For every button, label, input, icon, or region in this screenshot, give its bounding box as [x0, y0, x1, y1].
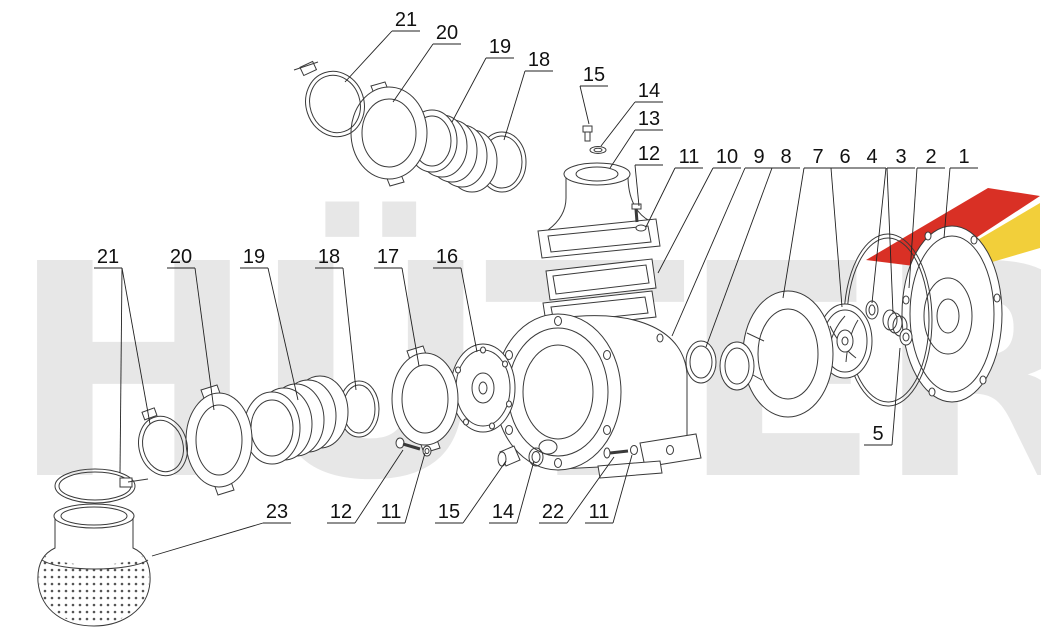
part-21-hose-clamp-left	[138, 407, 188, 477]
callout-label-9: 9	[753, 146, 764, 168]
part-21-hose-clamp-strainer	[54, 468, 149, 504]
callout-leader-line	[342, 267, 357, 391]
callout-label-2: 2	[925, 146, 936, 168]
callout-label-5: 5	[872, 423, 883, 445]
part-19-corrugated-hose-top	[406, 109, 498, 193]
callout-leader-line	[194, 267, 215, 411]
callout-label-14: 14	[492, 501, 514, 523]
callout-label-19: 19	[489, 36, 511, 58]
callout-leader-line	[121, 267, 151, 425]
part-3-seal-spring	[882, 309, 908, 337]
callout-leader-line	[451, 57, 487, 123]
callout-leader-line	[354, 449, 404, 524]
part-12-bolt-top	[631, 203, 642, 223]
callout-leader-line	[119, 267, 123, 474]
callout-leader-line	[151, 522, 264, 557]
callout-label-6: 6	[839, 146, 850, 168]
part-7-volute	[742, 290, 834, 418]
callout-leader-line	[871, 167, 887, 304]
callout-leader-line	[516, 460, 535, 524]
callout-label-21: 21	[395, 9, 417, 31]
part-16-cover-plate	[450, 343, 516, 433]
callout-leader-line	[462, 460, 507, 524]
callout-leader-line	[830, 167, 843, 308]
callout-label-12: 12	[638, 143, 660, 165]
callout-leader-line	[645, 167, 676, 228]
callout-label-16: 16	[436, 246, 458, 268]
part-23-strainer	[37, 503, 151, 627]
part-1-rear-cover	[901, 225, 1003, 403]
callout-label-22: 22	[542, 501, 564, 523]
callout-leader-line	[579, 85, 590, 125]
callout-label-15: 15	[438, 501, 460, 523]
callout-leader-line	[705, 167, 773, 348]
callout-leader-line	[503, 70, 526, 141]
callout-leader-line	[401, 267, 420, 367]
pump-casing	[494, 290, 702, 479]
part-20-coupling-top	[350, 81, 428, 187]
part-21-hose-clamp-top	[293, 60, 365, 138]
part-19-corrugated-hose-left	[243, 375, 349, 465]
callout-label-12: 12	[330, 501, 352, 523]
callout-leader-line	[908, 167, 918, 289]
part-14-washer-bottom	[528, 447, 544, 467]
callout-label-23: 23	[266, 501, 288, 523]
callout-label-11: 11	[381, 501, 402, 523]
part-11-washer-bottom-right	[630, 445, 638, 455]
callout-label-18: 18	[318, 246, 340, 268]
callout-label-3: 3	[895, 146, 906, 168]
callout-label-18: 18	[528, 49, 550, 71]
callout-leader-line	[671, 167, 746, 337]
callout-leader-line	[634, 164, 640, 207]
callout-leader-line	[891, 347, 901, 446]
callout-label-11: 11	[589, 501, 610, 523]
callout-leader-line	[344, 30, 393, 83]
callout-leader-line	[392, 43, 434, 103]
callout-leader-line	[460, 267, 478, 353]
part-4-seal-washer	[865, 300, 879, 320]
callout-leader-line	[657, 167, 714, 274]
callout-label-20: 20	[436, 22, 458, 44]
callout-leader-line	[609, 129, 636, 169]
callout-leader-line	[886, 167, 894, 314]
part-9-gasket-ring	[685, 340, 717, 384]
callout-leader-line	[566, 456, 615, 524]
callout-leader-line	[600, 101, 636, 147]
part-12-bolt-bottom	[395, 437, 421, 451]
part-8-wear-ring	[719, 341, 755, 391]
part-11-washer-top	[635, 224, 647, 232]
callout-label-1: 1	[958, 146, 969, 168]
callout-leader-line	[612, 454, 633, 524]
callout-label-10: 10	[716, 146, 738, 168]
part-22-bolt-bottom	[603, 447, 629, 459]
part-5-seal-seat	[899, 328, 913, 346]
callout-label-11: 11	[679, 146, 700, 168]
callout-leader-line	[943, 167, 951, 239]
part-20-coupling-left	[185, 384, 253, 496]
part-14-washer-top	[589, 146, 607, 154]
callout-label-21: 21	[97, 246, 119, 268]
callout-label-7: 7	[812, 146, 823, 168]
callout-label-14: 14	[638, 80, 660, 102]
part-15-priming-plug-top	[582, 125, 593, 142]
callout-label-19: 19	[243, 246, 265, 268]
callout-leader-line	[267, 267, 299, 401]
callout-label-13: 13	[638, 108, 660, 130]
part-13-discharge-elbow	[537, 162, 661, 259]
part-15-drain-plug-bottom	[497, 445, 521, 467]
callout-label-4: 4	[866, 146, 877, 168]
callout-leader-line	[404, 452, 426, 524]
callout-label-15: 15	[583, 64, 605, 86]
callout-leader-line	[782, 167, 805, 299]
part-10-square-gasket	[545, 258, 657, 301]
callout-label-17: 17	[377, 246, 399, 268]
callout-label-8: 8	[780, 146, 791, 168]
callout-label-20: 20	[170, 246, 192, 268]
